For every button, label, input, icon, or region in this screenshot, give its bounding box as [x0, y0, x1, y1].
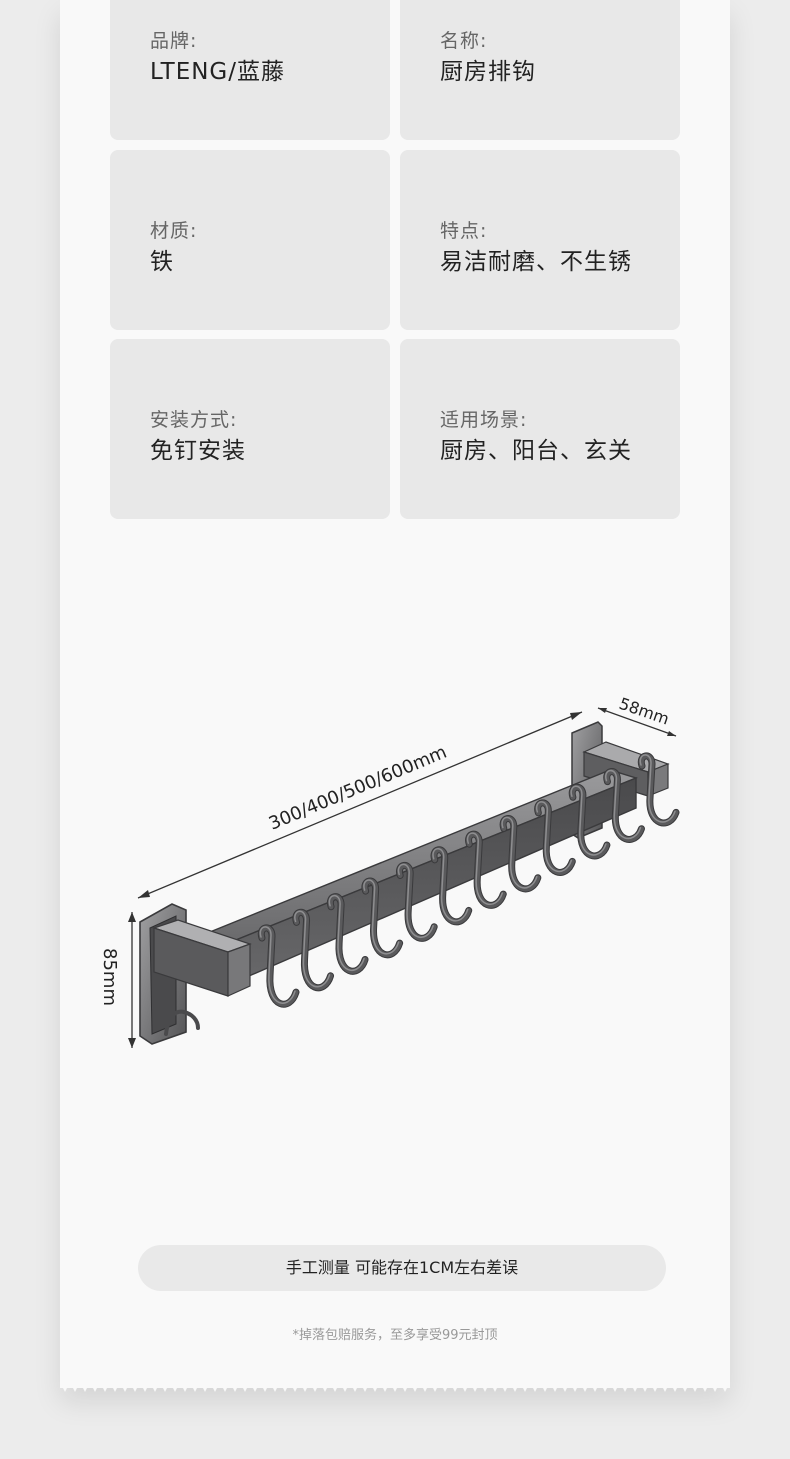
hook	[534, 799, 576, 876]
spec-value: 铁	[150, 249, 174, 275]
left-wall-bracket	[139, 903, 252, 1045]
length-label: 300/400/500/600mm	[266, 742, 450, 835]
spec-value: 免钉安装	[150, 438, 246, 464]
hook	[257, 924, 300, 1008]
hook	[292, 908, 335, 992]
depth-label: 58mm	[617, 694, 672, 729]
hook	[637, 752, 680, 827]
spec-value: LTENG/蓝藤	[150, 59, 286, 85]
measurement-notice: 手工测量 可能存在1CM左右差误	[138, 1245, 666, 1291]
spec-card-installation: 安装方式: 免钉安装	[110, 339, 390, 519]
spec-label: 材质:	[150, 220, 198, 242]
footnote: *掉落包赔服务，至多享受99元封顶	[292, 1328, 498, 1343]
spec-card-usage: 适用场景: 厨房、阳台、玄关	[400, 339, 680, 519]
height-label: 85mm	[99, 948, 120, 1006]
height-dimension-line	[128, 912, 136, 1048]
length-dimension-line	[137, 711, 583, 899]
torn-paper-edge	[60, 1382, 730, 1392]
spec-label: 特点:	[440, 220, 488, 242]
hook	[603, 768, 645, 843]
hooks-group	[257, 752, 680, 1008]
hook	[465, 830, 507, 909]
spec-value: 易洁耐磨、不生锈	[440, 249, 632, 275]
spec-label: 安装方式:	[150, 409, 238, 431]
hook	[326, 893, 369, 975]
hook	[568, 783, 611, 860]
hook	[430, 846, 473, 926]
spec-value: 厨房排钩	[440, 59, 536, 85]
spec-card-name: 名称: 厨房排钩	[400, 0, 680, 140]
product-dimension-diagram: 300/400/500/600mm 58mm 85mm	[99, 694, 680, 1048]
depth-dimension-line	[597, 707, 677, 737]
spec-value: 厨房、阳台、玄关	[440, 438, 632, 464]
spec-card-brand: 品牌: LTENG/蓝藤	[110, 0, 390, 140]
hook	[396, 861, 438, 942]
hook	[361, 877, 404, 959]
spec-card-feature: 特点: 易洁耐磨、不生锈	[400, 150, 680, 330]
spec-label: 品牌:	[150, 30, 198, 52]
hook	[499, 815, 542, 893]
spec-label: 名称:	[440, 30, 488, 52]
spec-label: 适用场景:	[440, 409, 528, 431]
hook-rail-bar	[197, 769, 639, 988]
spec-card-material: 材质: 铁	[110, 150, 390, 330]
